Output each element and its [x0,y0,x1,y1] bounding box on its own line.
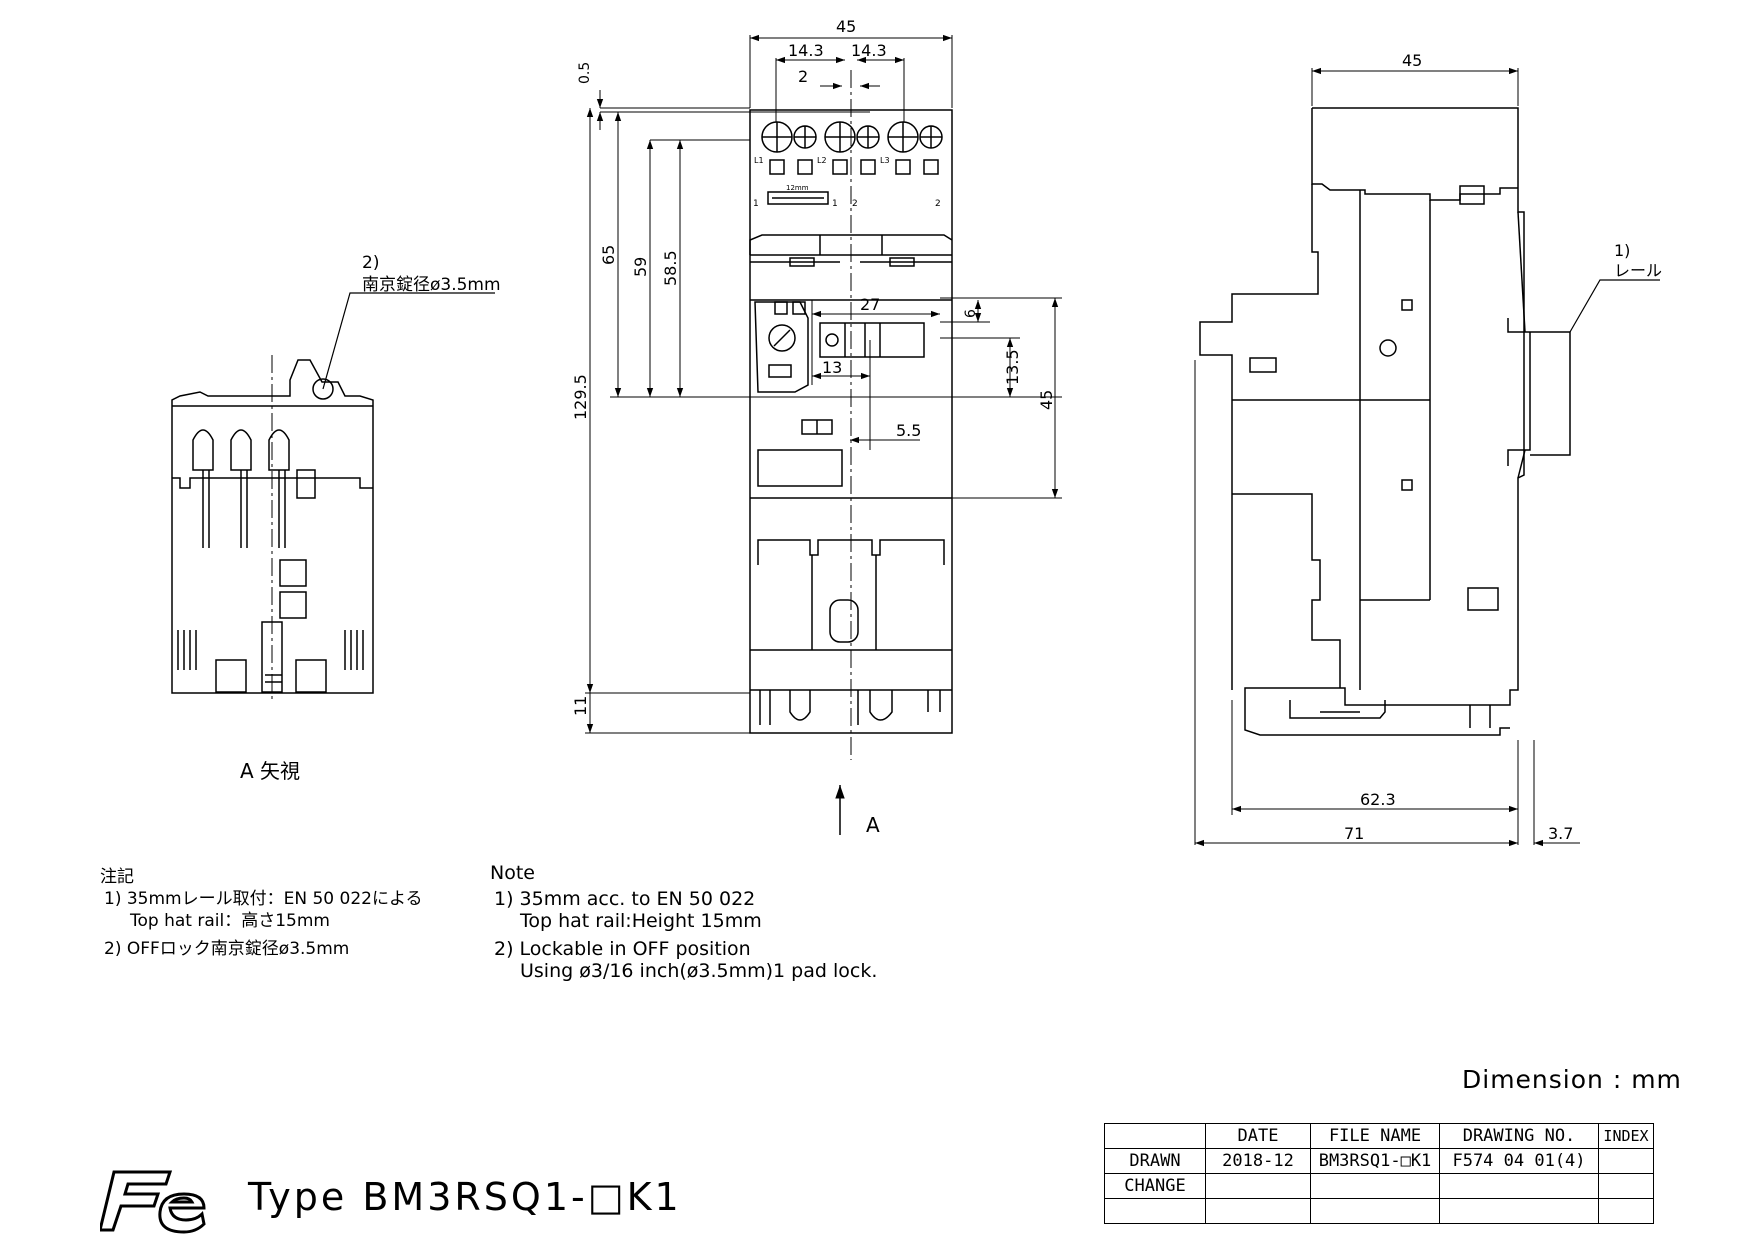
tb-r2c0 [1104,1198,1206,1224]
dim-pitch-right: 14.3 [851,41,887,60]
dim-top-offset: 0.5 [577,62,593,84]
terminal-label-2a: 2 [852,199,858,209]
view-a-caption: A 矢視 [240,759,300,783]
tb-r0c2: BM3RSQ1-□K1 [1310,1148,1440,1174]
terminal-label-l1: L1 [754,156,764,165]
dim-h59: 59 [631,257,650,277]
tb-r1c2 [1310,1173,1440,1199]
notes-en-line2b: Using ø3/16 inch(ø3.5mm)1 pad lock. [520,960,878,982]
title-block-header: DATE FILE NAME DRAWING NO. INDEX [1104,1123,1654,1149]
dim-side-width: 45 [1402,51,1422,70]
terminal-label-1b: 1 [832,199,838,209]
dim-h65: 65 [599,245,618,265]
dim-front-width: 45 [836,17,856,36]
notes-jp-line2: 2) OFFロック南京錠径ø3.5mm [104,939,350,959]
dim-pitch-left: 14.3 [788,41,824,60]
type-designation: Type BM3RSQ1-□K1 [248,1175,682,1219]
tb-r2c3 [1439,1198,1599,1224]
dim-bottom: 11 [571,696,590,716]
rail-note-text: レール [1614,261,1662,280]
tb-r1c3 [1439,1173,1599,1199]
terminal-label-2b: 2 [935,199,941,209]
table-row [1104,1198,1654,1224]
terminal-label-l2: L2 [817,156,827,165]
dim-d13: 13 [822,358,842,377]
tb-r1c1 [1205,1173,1311,1199]
dim-h45: 45 [1037,390,1056,410]
notes-en-heading: Note [490,862,535,884]
dim-h58-5: 58.5 [661,250,680,286]
view-a-note-tag: 2) [362,253,379,273]
terminal-label-1a: 1 [753,199,759,209]
strip-gauge-label: 12mm [786,184,809,192]
view-arrow-label: A [866,813,880,837]
rail-note-tag: 1) [1614,241,1630,260]
tb-r1c4 [1598,1173,1654,1199]
notes-jp-heading: 注記 [100,867,134,887]
tb-h2: FILE NAME [1310,1123,1440,1149]
tb-h4: INDEX [1598,1123,1654,1149]
view-a-note-text: 南京錠径ø3.5mm [362,275,501,295]
dimension-unit: Dimension : mm [1462,1065,1682,1094]
dim-rail-3-7: 3.7 [1548,824,1573,843]
notes-en-line2: 2) Lockable in OFF position [494,938,751,960]
tb-r1c0: CHANGE [1104,1173,1206,1199]
dim-d6: 6 [963,309,979,318]
tb-r2c4 [1598,1198,1654,1224]
terminal-screws [761,121,943,175]
side-view [1194,67,1660,847]
tb-h0 [1104,1123,1206,1149]
padlock-hole [312,378,334,400]
front-view [585,34,1062,835]
notes-jp-line1b: Top hat rail：高さ15mm [130,911,330,931]
tb-r2c1 [1205,1198,1311,1224]
dim-center-gap: 2 [798,67,808,86]
tb-r0c1: 2018-12 [1205,1148,1311,1174]
tb-r0c4 [1598,1148,1654,1174]
view-a [171,292,495,700]
notes-jp-line1: 1) 35mmレール取付：EN 50 022による [104,889,423,909]
tb-r2c2 [1310,1198,1440,1224]
dim-w27: 27 [860,295,880,314]
dim-d13-5: 13.5 [1003,349,1022,385]
table-row: CHANGE [1104,1173,1654,1199]
dim-depth-62-3: 62.3 [1360,790,1396,809]
tb-r0c3: F574 04 01(4) [1439,1148,1599,1174]
table-row: DRAWN 2018-12 BM3RSQ1-□K1 F574 04 01(4) [1104,1148,1654,1174]
terminal-label-l3: L3 [880,156,890,165]
notes-en-line1b: Top hat rail:Height 15mm [520,910,762,932]
dim-h129-5: 129.5 [571,374,590,420]
notes-en-line1: 1) 35mm acc. to EN 50 022 [494,888,756,910]
tb-h3: DRAWING NO. [1439,1123,1599,1149]
title-block: DATE FILE NAME DRAWING NO. INDEX DRAWN 2… [1104,1123,1654,1224]
tb-r0c0: DRAWN [1104,1148,1206,1174]
dim-depth-71: 71 [1344,824,1364,843]
tb-h1: DATE [1205,1123,1311,1149]
fe-logo-icon [100,1170,206,1234]
dim-d5-5: 5.5 [896,421,921,440]
